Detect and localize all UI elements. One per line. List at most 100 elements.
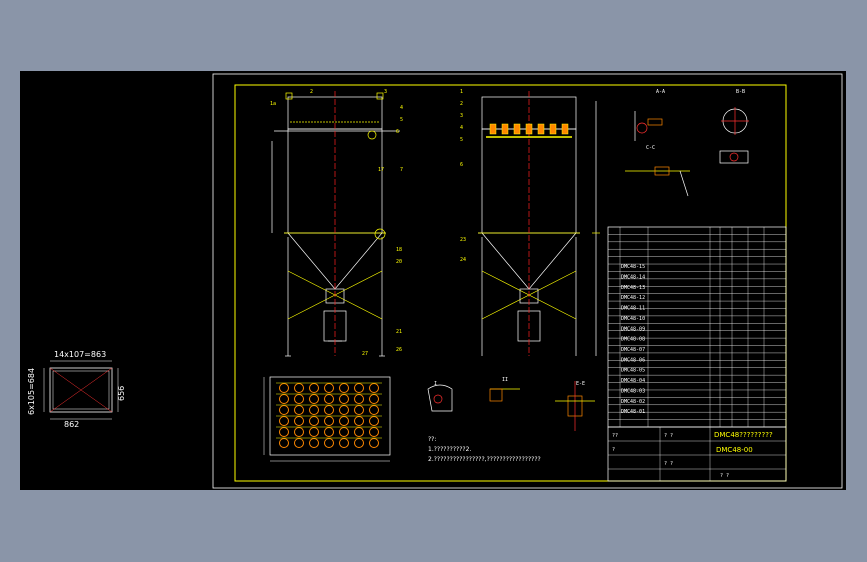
svg-text:20: 20 (396, 259, 402, 265)
detail-views (625, 107, 749, 197)
filter-bag (279, 438, 289, 448)
filter-bag (324, 427, 334, 437)
svg-text:I: I (434, 381, 437, 387)
bom-code: DMC48-03 (621, 388, 645, 394)
svg-text:5: 5 (400, 117, 403, 123)
svg-text:23: 23 (460, 237, 466, 243)
filter-bag (369, 438, 379, 448)
bom-code: DMC48-01 (621, 409, 645, 415)
bom-code: DMC48-06 (621, 357, 645, 363)
filter-bag (339, 394, 349, 404)
filter-bag (369, 383, 379, 393)
svg-text:5: 5 (460, 137, 463, 143)
section-details (427, 381, 595, 431)
bom-code: DMC48-12 (621, 295, 645, 301)
filter-bag (294, 394, 304, 404)
filter-bag (354, 383, 364, 393)
svg-text:A-A: A-A (656, 89, 665, 95)
filter-bag (354, 416, 364, 426)
svg-text:18: 18 (396, 247, 402, 253)
bom-code: DMC48-08 (621, 337, 645, 343)
side-elevation (478, 91, 600, 356)
svg-text:17: 17 (378, 167, 384, 173)
filter-bag (324, 405, 334, 415)
cad-drawing: 14x107=863 862 6x105=684 656 (27, 73, 843, 489)
filter-bag (324, 394, 334, 404)
filter-bag (339, 438, 349, 448)
svg-text:1a: 1a (270, 101, 276, 107)
filter-bag (309, 427, 319, 437)
plan-view (263, 376, 391, 462)
filter-bag (354, 438, 364, 448)
filter-bag (324, 383, 334, 393)
svg-text:2: 2 (460, 101, 463, 107)
svg-text:II: II (502, 377, 508, 383)
technical-notes: ??: 1.??????????2. 2.????????????????,??… (428, 436, 541, 463)
filter-bag (279, 427, 289, 437)
bom-code: DMC48-15 (621, 264, 645, 270)
filter-bag (324, 438, 334, 448)
filter-bag (354, 394, 364, 404)
svg-text:E-E: E-E (576, 381, 585, 387)
note-1: 1.??????????2. (428, 446, 471, 453)
filter-bag (279, 394, 289, 404)
filter-bag (339, 427, 349, 437)
filter-bag (294, 405, 304, 415)
filter-bag (279, 405, 289, 415)
svg-text:4: 4 (400, 105, 403, 111)
filter-bag (294, 438, 304, 448)
filter-bag (369, 427, 379, 437)
filter-bag (309, 438, 319, 448)
svg-text:7: 7 (400, 167, 403, 173)
bom-code: DMC48-05 (621, 368, 645, 374)
bom-code: DMC48-14 (621, 274, 645, 280)
filter-bag (339, 383, 349, 393)
svg-text:?: ? (612, 447, 615, 453)
bom-code: DMC48-04 (621, 378, 645, 384)
svg-text:1: 1 (460, 89, 463, 95)
filter-bag (369, 405, 379, 415)
filter-bag (354, 427, 364, 437)
svg-text:2: 2 (310, 89, 313, 95)
notes-title: ??: (428, 436, 436, 443)
bom-code: DMC48-09 (621, 326, 645, 332)
filter-bag (369, 394, 379, 404)
svg-text:C-C: C-C (646, 145, 655, 151)
svg-text:3: 3 (460, 113, 463, 119)
plate-layout: 14x107=863 862 6x105=684 656 (27, 350, 126, 429)
svg-text:3: 3 (384, 89, 387, 95)
filter-bag (309, 394, 319, 404)
filter-bag (339, 416, 349, 426)
section-label-group: A-A B-B C-C E-E I II (434, 89, 745, 387)
svg-text:??: ?? (612, 433, 618, 439)
filter-bag (294, 416, 304, 426)
bom-code: DMC48-13 (621, 285, 645, 291)
svg-text:6: 6 (396, 129, 399, 135)
svg-text:B-B: B-B (736, 89, 745, 95)
sheet-border (212, 73, 843, 489)
plate-dim-width: 14x107=863 (54, 350, 106, 359)
bom-code: DMC48-02 (621, 399, 645, 405)
svg-text:26: 26 (396, 347, 402, 353)
svg-text:24: 24 (460, 257, 466, 263)
filter-bag (354, 405, 364, 415)
filter-bag (294, 427, 304, 437)
filter-bag (294, 383, 304, 393)
filter-bag (309, 383, 319, 393)
svg-text:4: 4 (460, 125, 463, 131)
filter-bag (309, 416, 319, 426)
filter-bag (279, 383, 289, 393)
note-2: 2.????????????????,????????????????? (428, 456, 541, 463)
svg-text:? ?: ? ? (720, 473, 729, 479)
cad-viewport[interactable]: 14x107=863 862 6x105=684 656 (20, 71, 846, 490)
bom-code: DMC48-11 (621, 306, 645, 312)
drawing-code: DMC48-00 (716, 446, 753, 454)
bom-code: DMC48-07 (621, 347, 645, 353)
svg-text:? ?: ? ? (664, 461, 673, 467)
drawing-title: DMC48????????? (714, 431, 773, 439)
svg-text:6: 6 (460, 162, 463, 168)
callouts-left: 1a 2 3 4 5 6 7 17 18 20 21 26 27 (270, 89, 403, 357)
filter-bag (324, 416, 334, 426)
callouts-mid: 1 2 3 4 5 6 23 24 (460, 89, 466, 263)
plate-dim-w1: 862 (64, 420, 79, 429)
